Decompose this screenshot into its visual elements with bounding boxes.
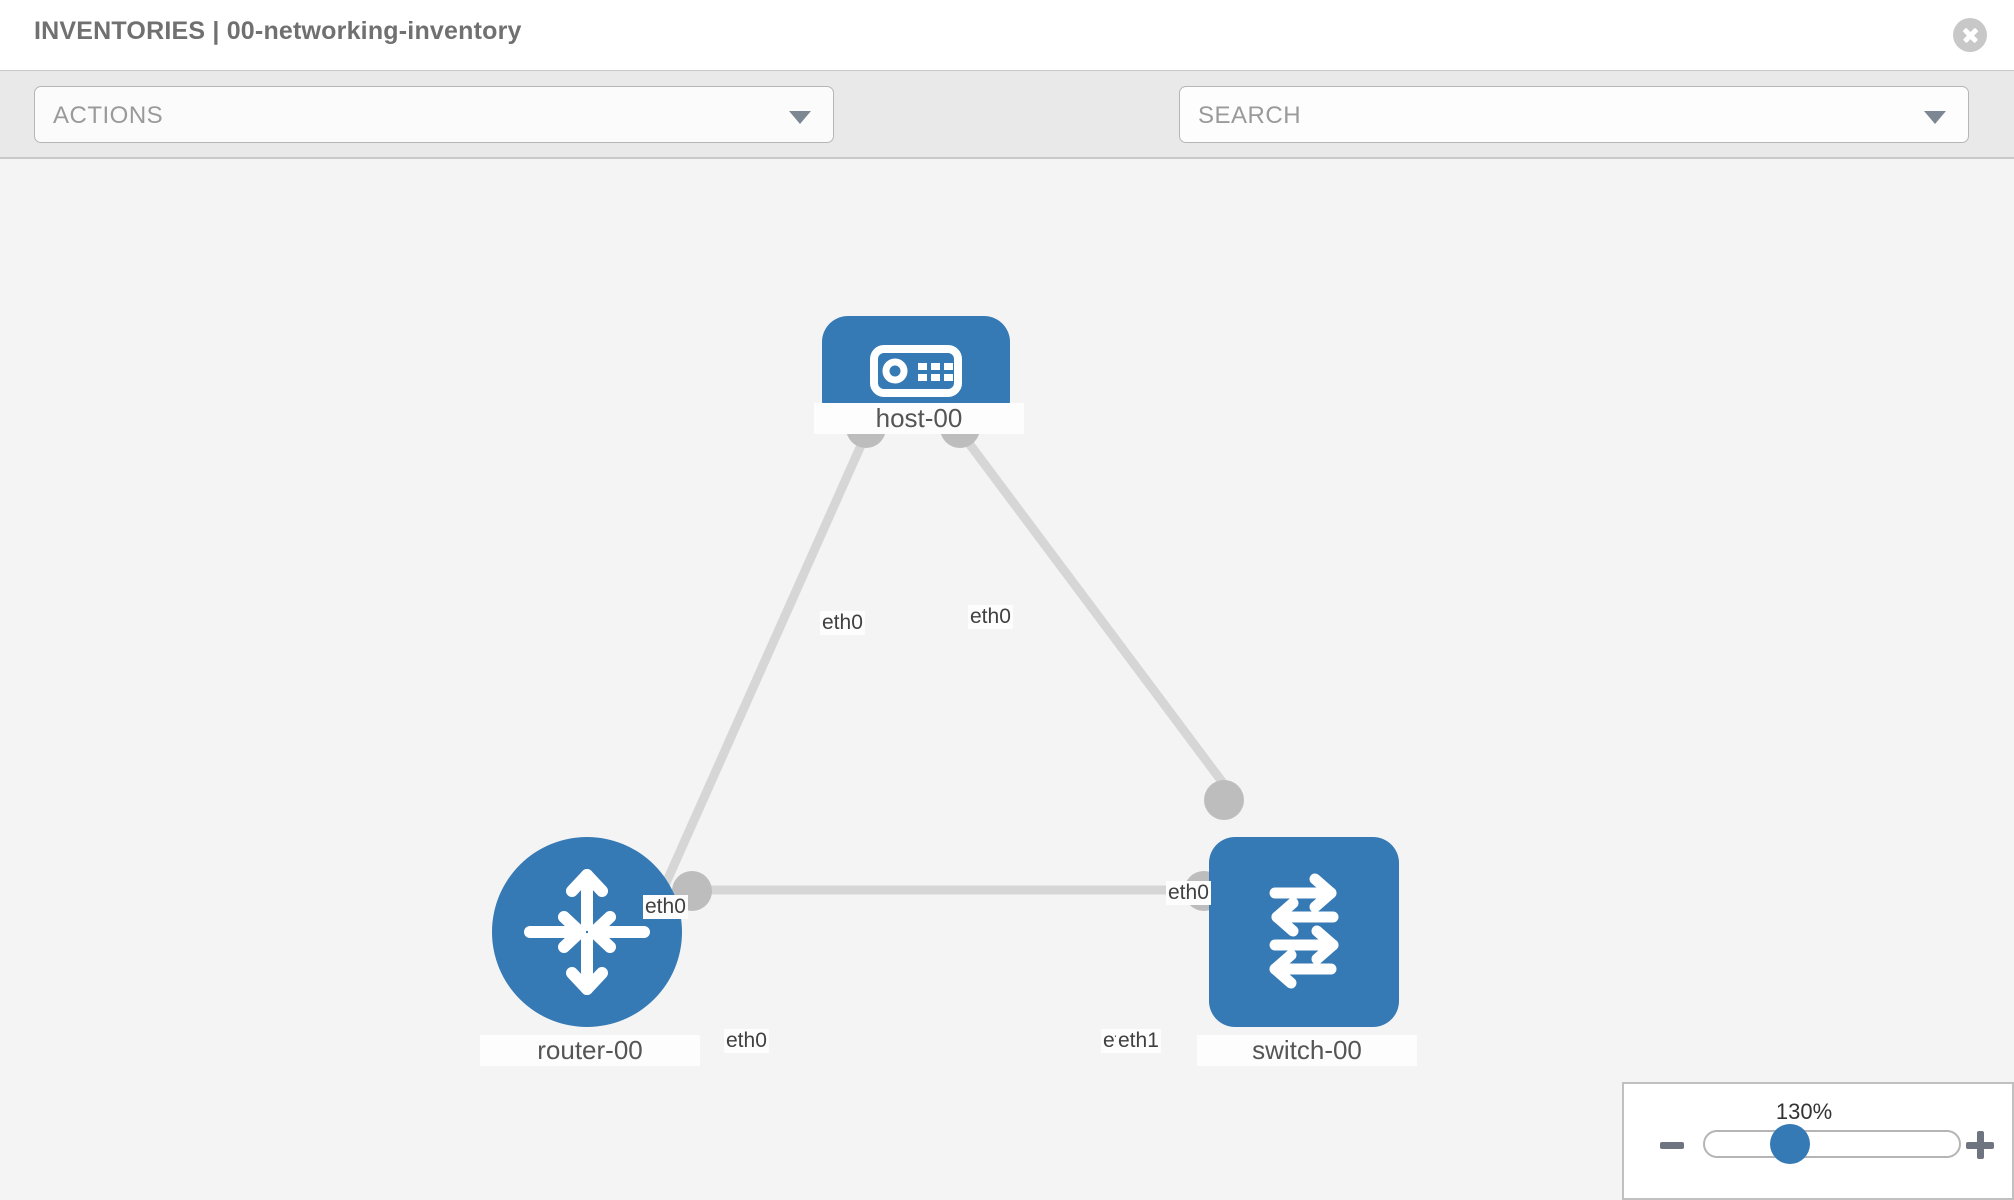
- router-node-label: router-00: [480, 1035, 700, 1066]
- zoom-out-button[interactable]: [1660, 1142, 1684, 1149]
- topology-canvas[interactable]: host-00: [0, 159, 2014, 1200]
- actions-dropdown[interactable]: ACTIONS: [34, 86, 834, 143]
- toolbar: ACTIONS SEARCH: [0, 70, 2014, 205]
- search-placeholder: SEARCH: [1198, 102, 1302, 129]
- chevron-down-icon[interactable]: [1924, 111, 1946, 124]
- page-title: INVENTORIES | 00-networking-inventory: [34, 17, 522, 45]
- zoom-slider-thumb[interactable]: [1770, 1124, 1810, 1164]
- connector-switch-top: [1204, 780, 1244, 820]
- zoom-slider-track[interactable]: [1703, 1130, 1961, 1158]
- close-icon[interactable]: [1953, 18, 1987, 52]
- topology-links: [657, 431, 1239, 895]
- topology-node-router-00[interactable]: router-00: [480, 837, 700, 1066]
- interface-label-switch-left: eth1: [1116, 1029, 1161, 1053]
- zoom-level-value: 130%: [1775, 1099, 1833, 1124]
- interface-label-router-upper: eth0: [643, 895, 688, 919]
- interface-label-switch-upper: eth0: [1166, 881, 1211, 905]
- zoom-control-panel: 130%: [1622, 1082, 2014, 1200]
- interface-label-router-right: eth0: [724, 1029, 769, 1053]
- switch-node-shape: [1209, 837, 1399, 1027]
- interface-label-host-left: eth0: [820, 611, 865, 635]
- topology-node-host-00[interactable]: host-00: [814, 316, 1024, 434]
- server-icon: [870, 345, 962, 397]
- topology-node-switch-00[interactable]: switch-00: [1197, 837, 1417, 1066]
- chevron-down-icon: [789, 111, 811, 124]
- router-node-shape: [492, 837, 682, 1027]
- link-host-router: [657, 432, 871, 894]
- page-header: INVENTORIES | 00-networking-inventory: [0, 0, 2014, 70]
- plus-stroke-vertical: [1977, 1131, 1984, 1159]
- link-host-switch: [958, 431, 1239, 802]
- switch-node-label: switch-00: [1197, 1035, 1417, 1066]
- router-icon: [524, 869, 650, 995]
- search-input[interactable]: SEARCH: [1179, 86, 1969, 143]
- zoom-in-button[interactable]: [1966, 1131, 1994, 1159]
- switch-icon: [1269, 873, 1339, 989]
- actions-dropdown-label: ACTIONS: [53, 102, 164, 129]
- interface-label-host-right: eth0: [968, 605, 1013, 629]
- host-node-label: host-00: [814, 403, 1024, 434]
